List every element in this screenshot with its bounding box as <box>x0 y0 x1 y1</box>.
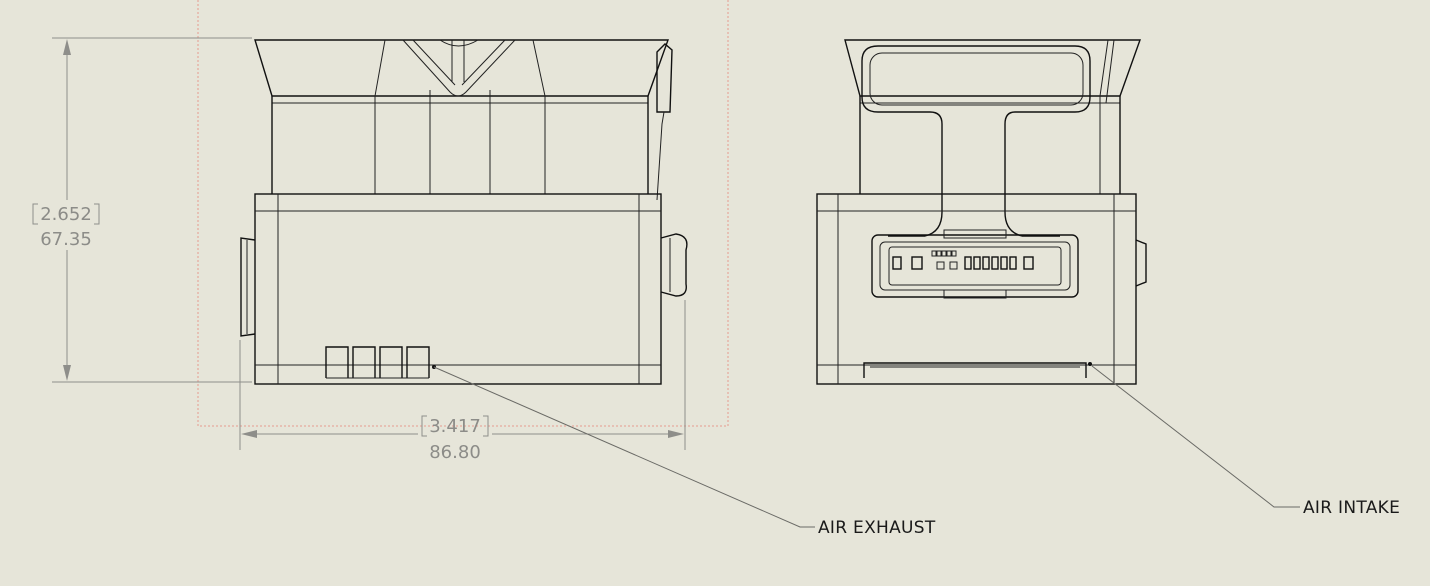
intake-leader <box>1091 365 1300 508</box>
front-view <box>816 39 1147 385</box>
width-dimension <box>239 300 686 450</box>
height-dimension <box>52 37 252 383</box>
width-inch-brackets <box>421 415 489 437</box>
pin-header <box>931 250 957 257</box>
side-view <box>240 39 688 385</box>
exhaust-vents <box>325 346 430 379</box>
pcb-connector <box>871 229 1079 299</box>
fin-lines <box>374 39 546 194</box>
side-clip <box>656 43 673 201</box>
height-inch-value: 2.652 <box>40 204 92 225</box>
pin-row <box>964 256 1017 270</box>
height-inch-brackets <box>32 203 100 225</box>
center-notch <box>402 39 516 97</box>
exhaust-leader <box>432 365 815 528</box>
height-mm-value: 67.35 <box>40 229 92 250</box>
width-mm-value: 86.80 <box>429 442 481 463</box>
view-frame <box>197 0 729 427</box>
width-inch-value: 3.417 <box>429 416 481 437</box>
air-intake-label: AIR INTAKE <box>1303 498 1400 518</box>
handle <box>861 45 1091 237</box>
intake-slot <box>863 362 1092 378</box>
air-exhaust-label: AIR EXHAUST <box>818 518 936 538</box>
